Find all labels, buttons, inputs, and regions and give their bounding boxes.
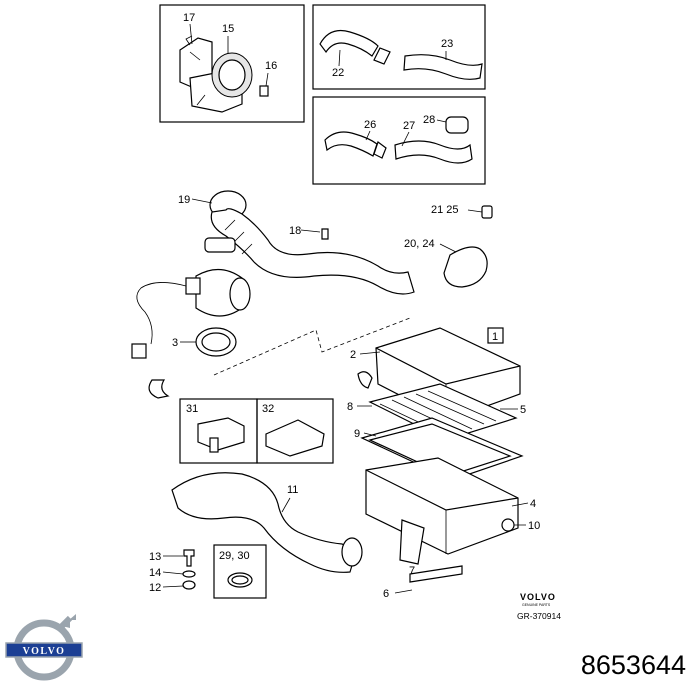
inset-hoses-26-27-28: 26 27 28 [312,96,486,185]
callout-20-24: 20, 24 [404,238,435,250]
inset-frame [312,4,486,90]
callout-19: 19 [178,194,190,206]
intake-duct: 11 [171,472,363,573]
inset-frame [312,96,486,185]
callout-26: 26 [364,119,376,131]
callout-2: 2 [350,349,356,361]
genuine-parts-stamp: VOLVO GENUINE PARTS GR-370914 [517,592,561,621]
stamp-brand: VOLVO [520,592,556,602]
callout-11: 11 [287,484,298,496]
callout-12: 12 [149,582,161,594]
callout-16: 16 [265,60,277,72]
intake-hose-assembly: 19 18 [178,190,415,295]
callout-23: 23 [441,38,453,50]
callout-31: 31 [186,403,198,415]
stamp-ref: GR-370914 [517,611,561,621]
callout-29-30: 29, 30 [219,550,250,562]
callout-1: 1 [492,331,498,343]
air-cleaner-assembly: 2 8 5 9 4 10 7 6 [347,327,540,600]
callout-10: 10 [528,520,540,532]
inset-29-30: 29, 30 [213,544,267,599]
fasteners: 13 14 12 [149,549,196,594]
callout-22: 22 [332,67,344,79]
inset-32: 32 [256,398,334,464]
small-hose-20-24: 21 25 20, 24 [404,204,493,288]
volvo-logo: VOLVO [5,614,83,681]
logo-bar [5,642,83,658]
inset-hoses-22-23: 22 23 [312,4,486,90]
callout-27: 27 [403,120,415,132]
callout-4: 4 [530,498,536,510]
part-number: 8653644 [580,650,686,680]
callout-3: 3 [172,337,178,349]
logo-arrow-shaft [55,615,73,633]
callout-14: 14 [149,567,161,579]
callout-18: 18 [289,225,301,237]
inset-31: 31 [179,398,258,464]
reference-box-1: 1 [487,327,504,344]
callout-8: 8 [347,401,353,413]
callout-17: 17 [183,12,195,24]
callout-7: 7 [409,565,415,577]
callout-32: 32 [262,403,274,415]
inset-frame [159,4,305,123]
hidden-line [213,317,411,376]
callout-21-25: 21 25 [431,204,459,216]
inset-throttle-body: 17 15 16 [159,4,305,123]
callout-5: 5 [520,404,526,416]
air-mass-meter: 3 [131,237,251,399]
callout-6: 6 [383,588,389,600]
logo-text: VOLVO [23,646,66,657]
callout-9: 9 [354,428,360,440]
throttle-body-drawing [179,35,269,113]
inset-frame [213,544,267,599]
inset-frame [256,398,334,464]
callout-13: 13 [149,551,161,563]
stamp-subtitle: GENUINE PARTS [522,603,551,607]
callout-28: 28 [423,114,435,126]
callout-15: 15 [222,23,234,35]
